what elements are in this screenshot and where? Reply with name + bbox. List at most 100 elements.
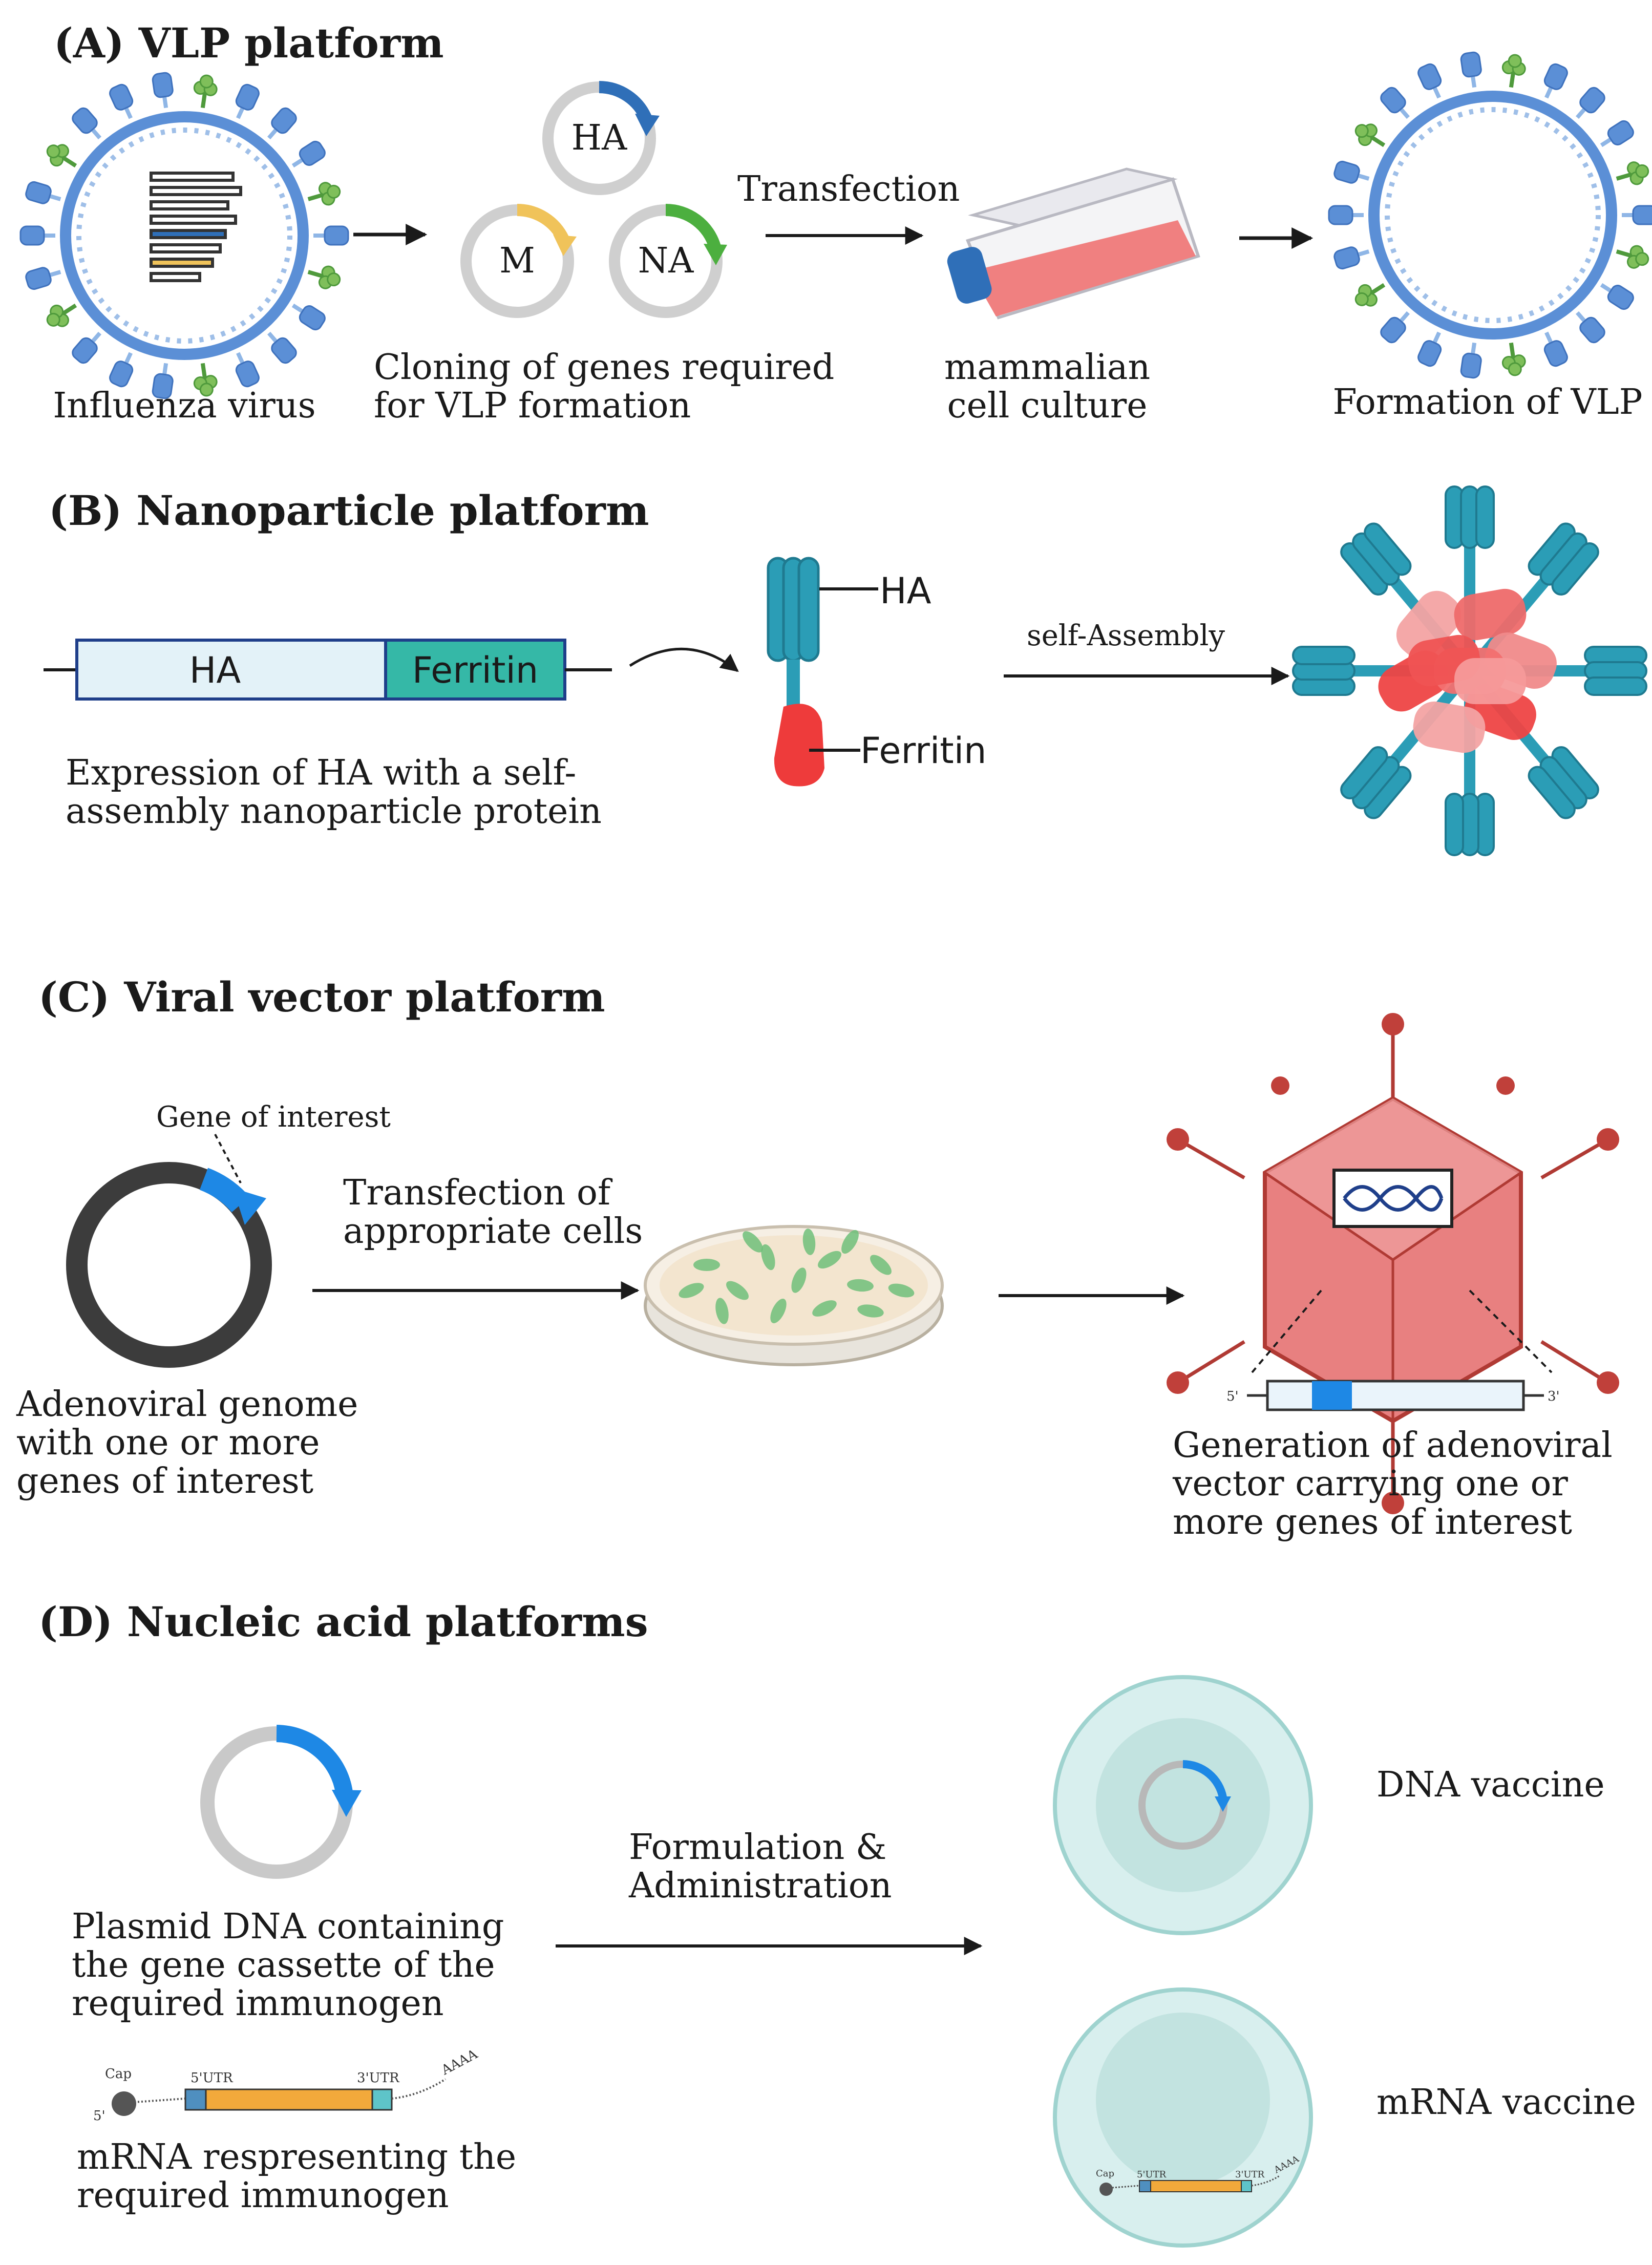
mrna-small-utr3-label: 3'UTR [1235,2169,1265,2180]
vector-gene-block [1312,1381,1352,1410]
mrna-caption-line1: mRNA respresenting the [77,2137,516,2177]
neuraminidase-spike [1354,283,1386,307]
formulation-line1: Formulation & [629,1827,886,1868]
vlp-label: Formation of VLP [1332,382,1642,422]
hemagglutinin-spike [25,181,61,204]
hemagglutinin-spike [152,72,174,109]
hemagglutinin-spike [1543,331,1568,367]
hemagglutinin-spike [1576,87,1605,119]
panel-c-title: (C) Viral vector platform [38,973,605,1021]
genome-caption-line3: genes of interest [16,1461,313,1501]
neuraminidase-spike [46,144,77,168]
hemagglutinin-spike [1543,63,1568,99]
plasmid-caption-line3: required immunogen [72,1983,444,2024]
hemagglutinin-spike [1380,311,1410,344]
hemagglutinin-spike [267,331,297,364]
construct-ferritin-label: Ferritin [412,649,539,691]
ferritin-nanoparticle-icon [1292,485,1647,856]
neuraminidase-spike [46,303,77,327]
hemagglutinin-spike [1417,331,1442,367]
monomer-ha-label: HA [880,570,931,612]
neuraminidase-spike [1616,161,1649,185]
neuraminidase-spike [307,265,341,289]
hemagglutinin-spike [19,225,55,246]
mrna-caption-line2: required immunogen [77,2175,449,2216]
influenza-virus-label: Influenza virus [53,386,315,426]
gene-pointer-dotted [214,1134,242,1183]
neuraminidase-spike [307,182,341,206]
hemagglutinin-spike [1333,160,1370,184]
vector-genome-box [1266,1380,1525,1411]
dna-vaccine-label: DNA vaccine [1376,1765,1605,1805]
hemagglutinin-spike [109,352,134,388]
plasmid-dna-icon [200,1725,362,1879]
influenza-virus-icon [19,72,349,399]
plasmid-na-icon [609,204,727,318]
panel-a-title: (A) VLP platform [54,19,444,67]
plasmid-m-icon [460,204,577,318]
adenovirus-icon [1167,1013,1619,1514]
construct-ha-label: HA [189,649,241,691]
transfection-c-line2: appropriate cells [343,1211,643,1252]
hemagglutinin-spike [1328,205,1364,225]
self-assembly-label: self-Assembly [1027,619,1225,652]
curved-arrow-b [629,647,739,672]
panel-b-title: (B) Nanoparticle platform [49,486,649,535]
hemagglutinin-spike [1460,342,1482,379]
hemagglutinin-spike [72,107,101,140]
mrna-utr5-label: 5'UTR [190,2070,234,2086]
adenoviral-genome-icon [66,1162,272,1368]
hemagglutinin-spike [1576,311,1605,344]
mrna-five-label: 5' [93,2108,105,2124]
hemagglutinin-spike [313,225,349,246]
hemagglutinin-spike [72,331,101,364]
generation-caption-line1: Generation of adenoviral [1173,1425,1613,1466]
mrna-small-utr5-label: 5'UTR [1137,2169,1167,2180]
hemagglutinin-spike [1380,87,1410,119]
vector-three-prime: 3' [1548,1389,1560,1404]
plasmid-caption-line1: Plasmid DNA containing [72,1907,504,1947]
gene-of-interest-label: Gene of interest [156,1100,391,1134]
neuraminidase-spike [193,363,218,397]
panel-d-title: (D) Nucleic acid platforms [38,1598,648,1646]
neuraminidase-spike [193,74,218,109]
neuraminidase-spike [1354,123,1386,147]
vector-five-prime: 5' [1226,1389,1239,1404]
hemagglutinin-spike [267,107,297,140]
genome-caption-line2: with one or more [16,1423,320,1463]
hemagglutinin-spike [235,352,260,388]
transfection-label: Transfection [737,169,960,209]
expression-caption-line2: assembly nanoparticle protein [66,791,602,832]
petri-dish-icon [644,1225,944,1366]
transfection-c-line1: Transfection of [343,1173,613,1213]
mrna-polya-label: AAAA [438,2046,480,2079]
generation-caption-line2: vector carrying one or [1172,1464,1568,1504]
construct-ferritin-box [384,639,566,701]
cloning-caption-line2: for VLP formation [374,386,691,426]
formulation-line2: Administration [628,1866,892,1906]
generation-caption-line3: more genes of interest [1173,1502,1572,1542]
neuraminidase-spike [1616,245,1649,269]
mrna-cap-label: Cap [105,2066,132,2082]
hemagglutinin-spike [1417,63,1442,99]
hemagglutinin-spike [25,267,61,290]
ha-ferritin-monomer-icon [767,557,824,787]
hemagglutinin-spike [109,83,134,119]
plasmid-na-label: NA [638,241,694,281]
dna-vaccine-cell-icon [1053,1675,1313,1935]
mrna-vaccine-cell-icon [1053,1987,1313,2248]
hemagglutinin-spike [1600,120,1634,147]
hemagglutinin-spike [1333,246,1370,270]
hemagglutinin-spike [235,83,260,119]
cell-culture-flask-icon [947,167,1200,320]
hemagglutinin-spike [1622,205,1652,225]
plasmid-caption-line2: the gene cassette of the [72,1945,495,1985]
expression-caption-line1: Expression of HA with a self- [66,753,576,793]
plasmid-ha-icon [542,81,660,195]
monomer-ferritin-label: Ferritin [860,730,987,772]
genome-caption-line1: Adenoviral genome [16,1384,358,1425]
plasmid-m-label: M [499,241,535,281]
mrna-construct-icon [112,2078,447,2116]
culture-caption-line2: cell culture [947,386,1148,426]
mrna-utr3-label: 3'UTR [357,2070,400,2086]
